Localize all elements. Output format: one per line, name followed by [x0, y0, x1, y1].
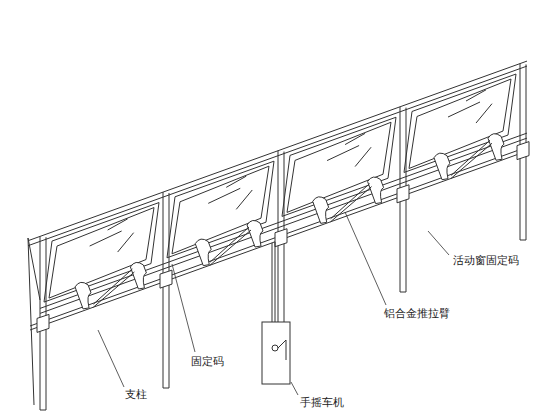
glass-glint — [118, 233, 134, 252]
push-arm — [93, 272, 134, 307]
post-foot — [520, 240, 526, 241]
window-sash — [404, 74, 516, 172]
window-sash — [167, 161, 274, 258]
post-foot — [40, 410, 46, 411]
window-glass — [287, 122, 391, 212]
arm-bracket — [247, 220, 263, 247]
leader-line — [345, 212, 386, 305]
push-arm — [210, 230, 251, 265]
glass-glint — [108, 219, 128, 230]
post — [278, 151, 279, 345]
side-brace — [28, 238, 40, 300]
crank-handle — [278, 340, 286, 360]
leader-line — [172, 264, 195, 352]
push-arm — [331, 184, 370, 219]
glass-glint — [226, 176, 246, 187]
window-sash — [282, 117, 396, 216]
crank-rod — [275, 242, 276, 322]
glass-glint — [466, 90, 486, 101]
push-arm — [451, 143, 492, 178]
arm-bracket — [434, 153, 450, 180]
fixing-block — [160, 270, 172, 288]
push-arm — [331, 187, 372, 222]
part-label: 铝合金推拉臂 — [383, 307, 451, 320]
glass-glint — [208, 188, 240, 203]
glass-glint — [90, 231, 122, 246]
post — [169, 193, 170, 388]
push-arm — [451, 140, 490, 175]
leader-line — [428, 231, 449, 255]
window-glass — [49, 208, 154, 299]
glass-glint — [345, 133, 365, 144]
glass-glint — [476, 104, 492, 123]
part-label: 手摇车机 — [299, 396, 345, 409]
arm-bracket — [313, 197, 329, 224]
glass-glint — [327, 146, 359, 161]
fixing-block — [517, 142, 529, 160]
post-foot — [400, 292, 406, 293]
fixing-block — [275, 229, 287, 247]
glass-glint — [448, 102, 480, 117]
arm-bracket — [75, 282, 91, 309]
push-rod — [30, 151, 527, 330]
part-label: 支柱 — [124, 388, 148, 401]
window-sash — [44, 203, 159, 303]
push-arm — [210, 227, 249, 262]
glass-glint — [236, 190, 252, 209]
crank-rod — [272, 243, 273, 322]
frame — [28, 61, 529, 410]
window-glass — [409, 79, 511, 168]
part-label: 固定码 — [190, 355, 225, 368]
leader-line — [291, 382, 298, 395]
arm-bracket — [195, 239, 211, 266]
part-label: 活动窗固定码 — [452, 254, 520, 267]
post — [163, 192, 164, 388]
window-glass — [172, 166, 269, 254]
arm-bracket — [488, 134, 504, 161]
post — [284, 152, 285, 345]
push-arm — [93, 269, 132, 304]
leader-lines — [98, 212, 449, 395]
arm-bracket — [368, 177, 384, 204]
crank-box — [262, 322, 290, 384]
arm-bracket — [130, 262, 146, 289]
crank-hub — [272, 345, 278, 351]
fixing-block — [397, 185, 409, 203]
crank-unit — [262, 322, 290, 384]
post-foot — [163, 388, 169, 389]
fixing-block — [37, 314, 49, 332]
leader-line — [98, 330, 124, 387]
glass-glint — [355, 147, 371, 166]
